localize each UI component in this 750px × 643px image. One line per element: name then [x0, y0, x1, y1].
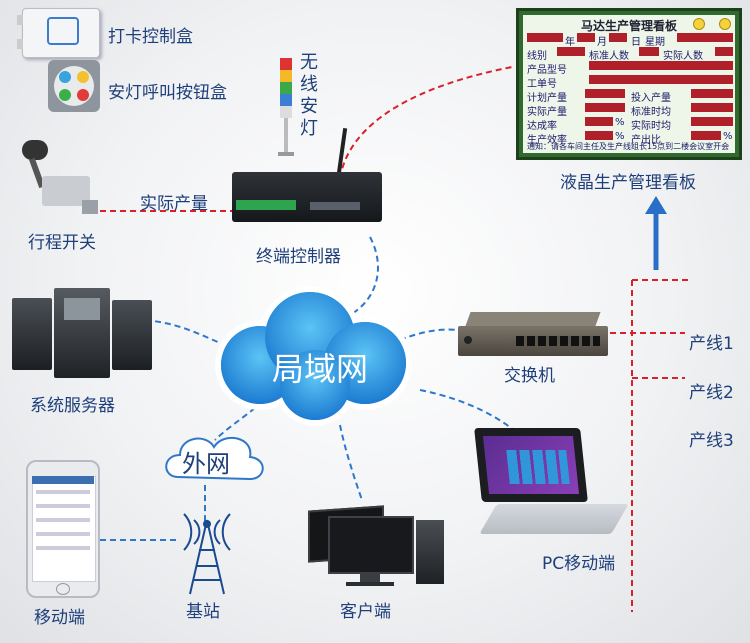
lcd-board-label: 液晶生产管理看板 — [560, 173, 696, 193]
network-switch-icon — [458, 312, 608, 356]
lan-cloud-icon — [215, 286, 412, 426]
base-station-label: 基站 — [186, 602, 220, 622]
board-title: 马达生产管理看板 — [580, 19, 677, 33]
line3-label: 产线3 — [689, 431, 734, 451]
actual-output-label: 实际产量 — [140, 194, 208, 214]
board-cell: % — [723, 131, 733, 142]
board-cell: 产出比 — [631, 135, 661, 146]
board-cell: % — [615, 131, 625, 142]
board-row-actual: 实际产量 标准时均 — [527, 103, 733, 118]
board-cell: 生产效率 — [527, 135, 567, 146]
lan-label: 局域网 — [272, 350, 369, 388]
client-pc-icon — [300, 500, 450, 592]
board-row-order: 工单号 — [527, 75, 733, 90]
smile-icon — [693, 18, 705, 30]
andon-button-box-label: 安灯呼叫按钮盒 — [108, 83, 227, 103]
smile-icon — [719, 18, 731, 30]
wan-cloud-icon — [165, 437, 264, 481]
travel-switch-label: 行程开关 — [28, 233, 96, 253]
board-cell: 实际人数 — [663, 51, 703, 62]
board-cell: 工单号 — [527, 79, 557, 90]
client-label: 客户端 — [340, 602, 391, 622]
board-cell: 标准时均 — [631, 107, 671, 118]
board-row-plan: 计划产量 投入产量 — [527, 89, 733, 104]
board-cell: 年 — [565, 37, 575, 48]
line1-label: 产线1 — [689, 334, 734, 354]
board-cell: 标准人数 — [589, 51, 629, 62]
mobile-phone-icon — [26, 460, 100, 598]
board-row-efficiency: 生产效率 % 产出比 % — [527, 131, 733, 146]
board-cell: 日 — [631, 37, 641, 48]
board-cell: 达成率 — [527, 121, 557, 132]
card-control-box-icon — [17, 8, 100, 58]
base-station-icon — [183, 513, 231, 595]
servers-label: 系统服务器 — [30, 396, 115, 416]
board-cell: 星期 — [645, 37, 665, 48]
board-cell: 月 — [597, 37, 607, 48]
wireless-andon-label: 无线安灯 — [300, 52, 318, 139]
board-cell: 产品型号 — [527, 65, 567, 76]
board-cell: 计划产量 — [527, 93, 567, 104]
travel-switch-icon — [22, 140, 98, 220]
terminal-controller-label: 终端控制器 — [256, 247, 341, 267]
pc-mobile-label: PC移动端 — [542, 554, 616, 574]
board-cell: % — [615, 117, 625, 128]
signal-tower-icon — [278, 58, 294, 168]
board-cell: 实际产量 — [527, 107, 567, 118]
laptop-icon — [474, 428, 629, 540]
wan-label: 外网 — [182, 450, 230, 478]
switch-label: 交换机 — [504, 366, 555, 386]
board-cell: 线别 — [527, 51, 547, 62]
board-row-date: 年 月 日 星期 — [527, 33, 733, 48]
server-icon — [12, 288, 152, 380]
lcd-board: 马达生产管理看板 年 月 日 星期 线别 标准人数 实际人数 产品型号 工单号 — [516, 8, 742, 160]
line2-label: 产线2 — [689, 383, 734, 403]
terminal-controller-icon — [232, 127, 384, 228]
board-row-product: 产品型号 — [527, 61, 733, 76]
board-notice: 通知：请各车间主任及生产线组长15点到二楼会议室开会 — [527, 142, 730, 151]
board-row-rate: 达成率 % 实际时均 — [527, 117, 733, 132]
mobile-label: 移动端 — [34, 608, 85, 628]
board-row-line: 线别 标准人数 实际人数 — [527, 47, 733, 62]
andon-button-box-icon — [48, 60, 100, 112]
card-control-box-label: 打卡控制盒 — [108, 27, 193, 47]
board-cell: 实际时均 — [631, 121, 671, 132]
board-cell: 投入产量 — [631, 93, 671, 104]
